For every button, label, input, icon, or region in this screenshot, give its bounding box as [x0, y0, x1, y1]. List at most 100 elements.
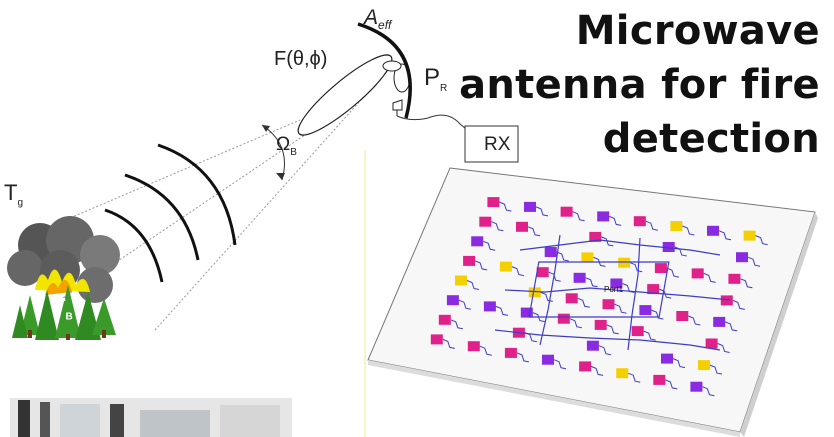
array-patch [705, 338, 718, 349]
feed-line [495, 305, 508, 316]
array-patch [581, 252, 594, 263]
feed-line [747, 256, 761, 267]
array-patch [499, 261, 512, 272]
array-patch [690, 381, 703, 392]
array-patch [524, 201, 536, 212]
feed-line [755, 235, 768, 246]
array-patch [728, 273, 741, 284]
fire-icon [7, 216, 120, 340]
array-patch [446, 295, 459, 306]
array-patch [467, 341, 480, 352]
effective-area-label: Aeff [364, 6, 392, 33]
room-photo [10, 150, 366, 437]
radiation-pattern-label: F(θ,ϕ) [274, 48, 328, 70]
array-patch [528, 287, 541, 298]
feed-line [643, 330, 656, 341]
arc-arrow-bottom [276, 173, 285, 180]
array-patch [430, 334, 443, 345]
array-patch [661, 353, 673, 364]
array-patch [616, 368, 629, 379]
array-patch [698, 360, 710, 371]
array-patch [438, 314, 451, 325]
feed-line [645, 220, 658, 231]
feed-line [569, 318, 582, 329]
feed-line [585, 277, 598, 288]
title-line-2: antenna for fire [459, 62, 820, 108]
feed-line [491, 221, 504, 232]
array-patch [516, 221, 528, 232]
array-patch [653, 374, 666, 385]
array-patch [565, 293, 578, 304]
wavefront-3 [157, 143, 237, 246]
wavefront-1 [104, 208, 164, 283]
aperture-arc [357, 22, 412, 119]
feed-line [672, 358, 686, 369]
feed-line [548, 271, 561, 282]
array-patch [720, 295, 733, 306]
title-line-3: detection [602, 116, 820, 162]
array-patch [707, 225, 719, 236]
array-patch [557, 313, 570, 324]
array-patch-grid [430, 197, 768, 397]
feed-line [688, 315, 701, 326]
feed-line [622, 283, 635, 293]
array-patch [618, 257, 631, 268]
feed-line [601, 236, 614, 247]
main-lobe [297, 54, 393, 136]
feed-line [442, 338, 455, 349]
port-label: Port1 [604, 285, 624, 294]
array-patch [483, 301, 496, 312]
feed-line [628, 372, 641, 383]
feed-line [703, 272, 716, 283]
feed-line [483, 240, 496, 251]
feed-line [458, 299, 471, 310]
array-patch [654, 263, 667, 274]
array-patch [597, 211, 610, 222]
feed-line [732, 299, 745, 310]
fire-temperature-label: TB [52, 294, 73, 323]
feed-line [540, 291, 553, 302]
side-lobe-2 [382, 60, 402, 72]
array-patch [647, 284, 660, 295]
title-line-1: Microwave [575, 8, 820, 54]
beam-edge-upper [29, 119, 301, 236]
receiver-box [464, 125, 519, 163]
array-patch [633, 216, 646, 227]
feed-line [556, 251, 569, 262]
feed-line [630, 262, 643, 273]
array-patch [676, 311, 689, 321]
array-patch [471, 236, 484, 247]
array-patch [594, 319, 607, 330]
feed-line [740, 278, 753, 289]
feed-line [709, 364, 723, 375]
feed-line [614, 303, 627, 314]
array-patch [487, 197, 500, 208]
array-patch [670, 221, 683, 231]
feed-line [725, 321, 738, 332]
array-patch [713, 316, 726, 327]
page-title: Microwave antenna for fire detection [400, 4, 820, 166]
array-patch [573, 272, 586, 283]
array-patch [631, 326, 644, 337]
feed-line [479, 345, 492, 356]
beam-solid-angle-label: ΩB [276, 134, 297, 158]
array-patch [455, 275, 467, 286]
feed-line [532, 312, 545, 323]
array-patch [602, 299, 615, 310]
feed-line [516, 352, 529, 363]
array-patch [662, 242, 675, 252]
array-patch [520, 307, 533, 318]
feed-line [609, 215, 622, 226]
feed-line [665, 379, 678, 390]
feed-line [598, 345, 611, 356]
received-power-label: PR [424, 64, 448, 94]
array-patch [736, 252, 748, 263]
array-patch [743, 230, 756, 241]
feed-line [450, 319, 463, 330]
feed-line [553, 359, 567, 370]
feed-line [590, 365, 604, 376]
feed-line [702, 386, 715, 397]
array-patch [589, 231, 602, 242]
